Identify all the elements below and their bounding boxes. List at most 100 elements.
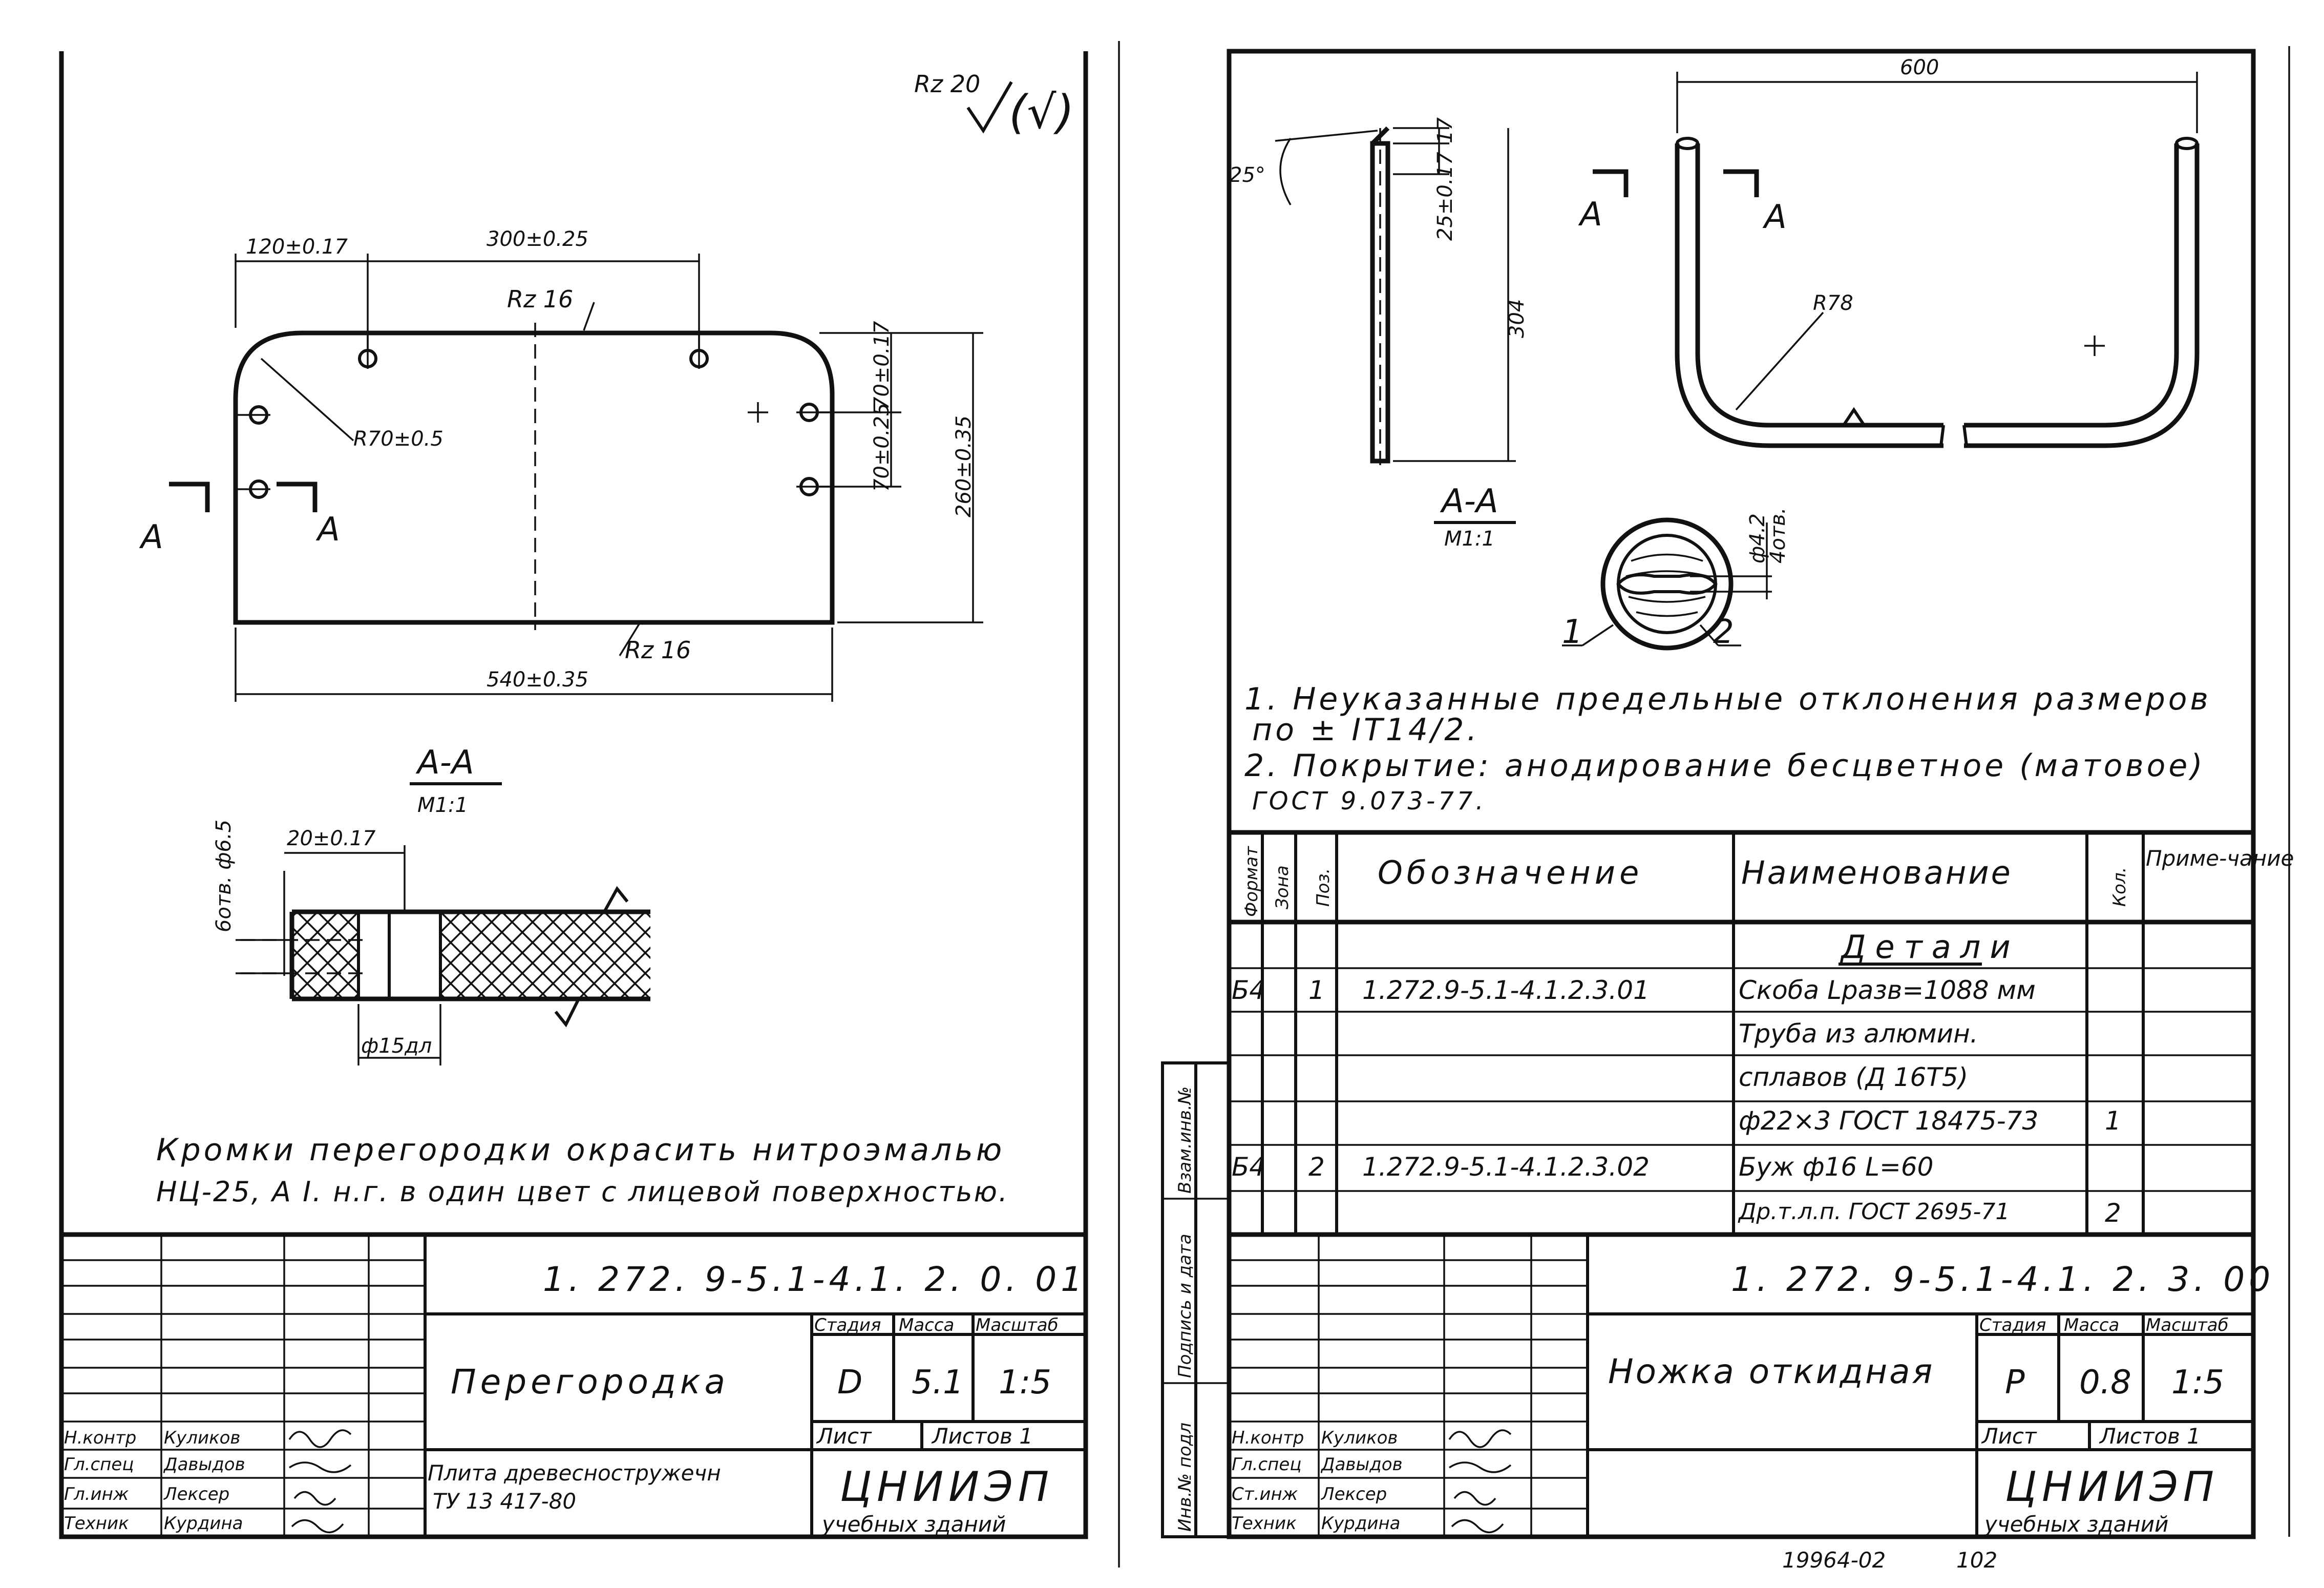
svg-text:2: 2 xyxy=(1713,613,1734,651)
svg-text:Гл.спец: Гл.спец xyxy=(1232,1454,1301,1475)
svg-text:ГОСТ 9.073-77.: ГОСТ 9.073-77. xyxy=(1252,787,1487,816)
svg-text:Р: Р xyxy=(2005,1364,2025,1402)
svg-text:600: 600 xyxy=(1900,56,1939,79)
svg-text:Обозначение: Обозначение xyxy=(1378,854,1643,891)
svg-text:ЦНИИЭП: ЦНИИЭП xyxy=(2005,1463,2219,1511)
right-notes: 1. Неуказанные предельные отклонения раз… xyxy=(1244,681,2211,816)
svg-text:Курдина: Курдина xyxy=(164,1513,243,1534)
svg-text:Масса: Масса xyxy=(899,1315,954,1335)
svg-text:Масштаб: Масштаб xyxy=(2146,1315,2229,1335)
svg-text:Лексер: Лексер xyxy=(1320,1484,1387,1505)
svg-text:Скоба Lразв=1088 мм: Скоба Lразв=1088 мм xyxy=(1739,975,2036,1005)
svg-text:ф4.2: ф4.2 xyxy=(1746,513,1769,563)
svg-text:5.1: 5.1 xyxy=(912,1364,964,1402)
svg-text:сплавов (Д 16Т5): сплавов (Д 16Т5) xyxy=(1739,1062,1968,1092)
svg-text:Техник: Техник xyxy=(64,1513,129,1534)
svg-text:A: A xyxy=(139,518,163,556)
svg-text:A: A xyxy=(1762,198,1787,236)
section-aa-right: А-А М1:1 ф4.2 4отв. 1 2 xyxy=(1434,483,1790,651)
svg-text:Гл.спец: Гл.спец xyxy=(64,1454,134,1475)
svg-text:R78: R78 xyxy=(1813,291,1853,315)
svg-text:25°: 25° xyxy=(1229,163,1265,187)
section-marks-left: A A xyxy=(139,482,340,556)
svg-text:Куликов: Куликов xyxy=(164,1428,240,1448)
right-frame xyxy=(1227,49,2256,1539)
svg-text:Давыдов: Давыдов xyxy=(163,1454,245,1475)
right-title-block: 1. 272. 9-5.1-4.1. 2. 3. 00 Ножка откидн… xyxy=(1229,1232,2274,1537)
svg-text:102: 102 xyxy=(1956,1548,1997,1573)
svg-text:Наименование: Наименование xyxy=(1741,854,2013,891)
svg-text:19964-02: 19964-02 xyxy=(1782,1548,1886,1573)
svg-text:Лексер: Лексер xyxy=(163,1484,229,1505)
svg-text:Листов 1: Листов 1 xyxy=(931,1424,1033,1449)
left-note: Кромки перегородки окрасить нитроэмалью … xyxy=(156,1132,1007,1208)
svg-text:0.8: 0.8 xyxy=(2079,1364,2131,1402)
svg-text:Взам.инв.№: Взам.инв.№ xyxy=(1175,1086,1195,1194)
svg-text:по ± IT14/2.: по ± IT14/2. xyxy=(1252,712,1480,748)
svg-text:Н.контр: Н.контр xyxy=(64,1428,136,1448)
svg-text:1.272.9-5.1-4.1.2.3.02: 1.272.9-5.1-4.1.2.3.02 xyxy=(1362,1152,1650,1182)
svg-text:Перегородка: Перегородка xyxy=(451,1362,729,1402)
partition-plate xyxy=(233,323,835,630)
svg-text:Б4: Б4 xyxy=(1232,1152,1265,1182)
svg-text:Плита древесностружечн: Плита древесностружечн xyxy=(428,1460,721,1486)
svg-text:1: 1 xyxy=(2105,1106,2121,1136)
svg-text:1. 272. 9-5.1-4.1. 2. 0. 01: 1. 272. 9-5.1-4.1. 2. 0. 01 xyxy=(543,1260,1086,1299)
svg-text:Поз.: Поз. xyxy=(1313,868,1334,907)
svg-text:Н.контр: Н.контр xyxy=(1232,1428,1304,1448)
svg-text:Листов 1: Листов 1 xyxy=(2099,1424,2201,1449)
svg-text:Труба из алюмин.: Труба из алюмин. xyxy=(1739,1019,1978,1049)
svg-text:4отв.: 4отв. xyxy=(1766,507,1790,563)
svg-text:Ножка откидная: Ножка откидная xyxy=(1608,1352,1934,1391)
svg-text:70±0.17: 70±0.17 xyxy=(870,321,894,410)
svg-text:ЦНИИЭП: ЦНИИЭП xyxy=(840,1463,1054,1511)
svg-text:260±0.35: 260±0.35 xyxy=(952,415,976,517)
svg-text:540±0.35: 540±0.35 xyxy=(487,668,588,692)
svg-text:Зона: Зона xyxy=(1272,865,1293,909)
svg-text:Rz 16: Rz 16 xyxy=(507,285,573,313)
svg-text:1:5: 1:5 xyxy=(999,1364,1051,1402)
svg-text:Приме-чание: Приме-чание xyxy=(2146,846,2294,871)
svg-text:М1:1: М1:1 xyxy=(1444,527,1495,551)
svg-text:Буж ф16 L=60: Буж ф16 L=60 xyxy=(1739,1152,1933,1182)
svg-text:Инв.№ подл: Инв.№ подл xyxy=(1175,1423,1195,1532)
svg-text:D: D xyxy=(837,1364,862,1402)
left-dimensions: 120±0.17 300±0.25 Rz 16 R70±0.5 70±0.17 … xyxy=(235,227,983,702)
svg-text:1. 272. 9-5.1-4.1. 2. 3. 00: 1. 272. 9-5.1-4.1. 2. 3. 00 xyxy=(1731,1260,2274,1299)
svg-text:А-А: А-А xyxy=(415,744,474,782)
side-strip: Взам.инв.№ Подпись и дата Инв.№ подл xyxy=(1161,1061,1231,1538)
svg-text:Масса: Масса xyxy=(2064,1315,2119,1335)
svg-text:учебных зданий: учебных зданий xyxy=(821,1512,1006,1537)
signatures-left xyxy=(288,1429,352,1534)
svg-text:Б4: Б4 xyxy=(1232,975,1265,1005)
svg-text:Кромки перегородки окрасить ни: Кромки перегородки окрасить нитроэмалью xyxy=(156,1132,1005,1168)
svg-text:Лист: Лист xyxy=(1981,1424,2037,1449)
svg-text:1. Неуказанные предельные откл: 1. Неуказанные предельные отклонения раз… xyxy=(1244,681,2211,717)
svg-text:2: 2 xyxy=(2105,1198,2121,1228)
svg-text:А-А: А-А xyxy=(1440,483,1498,520)
svg-text:A: A xyxy=(315,511,340,549)
svg-text:1.272.9-5.1-4.1.2.3.01: 1.272.9-5.1-4.1.2.3.01 xyxy=(1362,975,1650,1005)
svg-text:17: 17 xyxy=(1433,117,1457,143)
svg-text:300±0.25: 300±0.25 xyxy=(487,227,588,251)
svg-text:Курдина: Курдина xyxy=(1321,1513,1401,1534)
svg-text:учебных зданий: учебных зданий xyxy=(1983,1512,2168,1537)
svg-text:2: 2 xyxy=(1308,1152,1325,1182)
leg-side-view: 17 25±0.17 304 25° xyxy=(1229,117,1529,466)
right-sheet: 17 25±0.17 304 25° 600 R78 A xyxy=(1161,46,2294,1573)
svg-text:R70±0.5: R70±0.5 xyxy=(353,427,443,451)
left-title-block: 1. 272. 9-5.1-4.1. 2. 0. 01 Перегородка … xyxy=(59,1232,1088,1539)
svg-text:ф15дл: ф15дл xyxy=(361,1034,432,1058)
svg-text:Кол.: Кол. xyxy=(2109,867,2130,907)
svg-text:(√): (√) xyxy=(1009,86,1074,139)
svg-text:120±0.17: 120±0.17 xyxy=(246,235,348,259)
svg-text:70±0.25: 70±0.25 xyxy=(870,403,894,492)
svg-text:A: A xyxy=(1578,196,1602,234)
svg-text:1:5: 1:5 xyxy=(2171,1364,2224,1402)
svg-text:Формат: Формат xyxy=(1241,846,1262,917)
svg-text:1: 1 xyxy=(1308,975,1325,1005)
svg-text:Rz 16: Rz 16 xyxy=(625,636,691,664)
svg-text:2. Покрытие: анодирование бесц: 2. Покрытие: анодирование бесцветное (ма… xyxy=(1244,748,2206,784)
svg-text:Куликов: Куликов xyxy=(1321,1428,1398,1448)
leg-front-view: 600 R78 A A xyxy=(1578,56,2200,448)
